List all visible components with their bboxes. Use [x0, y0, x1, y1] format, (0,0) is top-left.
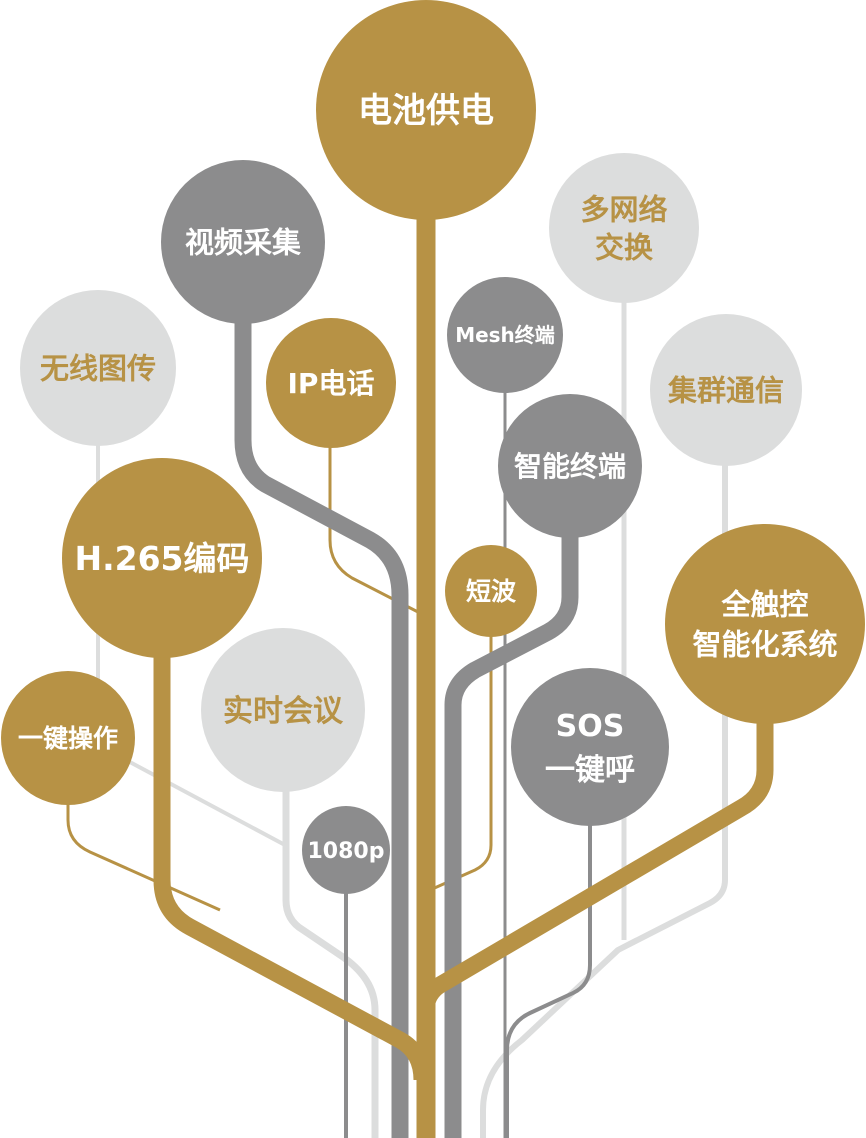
multi-network-label-line: 多网络 [580, 192, 667, 226]
node-wireless-transmission: 无线图传 [20, 290, 176, 446]
mesh-terminal-circle [447, 277, 563, 393]
node-video-capture: 视频采集 [161, 160, 325, 324]
resolution-1080p-label-line: 1080p [308, 839, 385, 864]
realtime-meeting-label-line: 实时会议 [223, 694, 344, 729]
tree-nodes: 电池供电 视频采集 多网络交换 无线图传 IP电话 Mesh终端 集群通信 智能… [1, 0, 865, 894]
sos-call-label: SOS 一键呼 [545, 709, 635, 788]
touch-system-label: 全触控智能化系统 [692, 587, 837, 661]
branch-cluster-communication [480, 460, 728, 1138]
multi-network-label: 多网络交换 [580, 192, 667, 264]
ip-phone-circle [266, 318, 396, 448]
node-ip-phone: IP电话 [266, 318, 396, 448]
node-one-key-operation: 一键操作 [1, 671, 135, 805]
branch-video-capture [234, 320, 409, 1138]
one-key-operation-label: 一键操作 [18, 724, 118, 753]
wireless-transmission-circle [20, 290, 176, 446]
node-touch-system: 全触控智能化系统 [665, 524, 865, 724]
battery-label-line: 电池供电 [358, 91, 494, 131]
sos-call-circle [511, 668, 669, 826]
node-realtime-meeting: 实时会议 [201, 628, 365, 792]
branch-realtime-meeting [282, 780, 379, 1138]
node-shortwave: 短波 [445, 545, 537, 637]
cluster-communication-label-line: 集群通信 [667, 373, 784, 407]
video-capture-label: 视频采集 [185, 225, 302, 259]
shortwave-circle [445, 545, 537, 637]
video-capture-circle [161, 160, 325, 324]
node-battery: 电池供电 [316, 0, 536, 220]
branch-shortwave [429, 628, 493, 892]
cluster-communication-circle [650, 314, 802, 466]
touch-system-label-line: 智能化系统 [692, 627, 837, 661]
battery-circle [316, 0, 536, 220]
smart-terminal-circle [498, 394, 642, 538]
smart-terminal-label: 智能终端 [514, 450, 626, 483]
wireless-transmission-label: 无线图传 [40, 351, 156, 385]
touch-system-label-line: 全触控 [720, 587, 808, 621]
node-smart-terminal: 智能终端 [498, 394, 642, 538]
multi-network-circle [549, 153, 699, 303]
node-cluster-communication: 集群通信 [650, 314, 802, 466]
h265-encoding-label-line: H.265编码 [74, 539, 249, 578]
h265-encoding-circle [62, 458, 262, 658]
branch-sos-call [505, 820, 592, 1138]
branch-smart-terminal [444, 535, 579, 1138]
smart-terminal-label-line: 智能终端 [514, 450, 626, 483]
wireless-transmission-label-line: 无线图传 [40, 351, 156, 385]
sos-call-label-line: SOS [556, 709, 625, 744]
tree-branches [66, 210, 774, 1138]
resolution-1080p-label: 1080p [308, 839, 385, 864]
mesh-terminal-label-line: Mesh终端 [455, 323, 555, 347]
mesh-terminal-label: Mesh终端 [455, 323, 555, 347]
multi-network-label-line: 交换 [595, 230, 654, 264]
ip-phone-label: IP电话 [288, 367, 375, 400]
one-key-operation-label-line: 一键操作 [18, 724, 118, 753]
node-h265-encoding: H.265编码 [62, 458, 262, 658]
sos-call-label-line: 一键呼 [545, 753, 635, 788]
realtime-meeting-circle [201, 628, 365, 792]
battery-label: 电池供电 [358, 91, 494, 131]
cluster-communication-label: 集群通信 [667, 373, 784, 407]
branch-ip-phone [328, 445, 419, 614]
ip-phone-label-line: IP电话 [288, 367, 375, 400]
branch-one-key-operation [66, 800, 221, 912]
touch-system-circle [665, 524, 865, 724]
node-sos-call: SOS 一键呼 [511, 668, 669, 826]
node-mesh-terminal: Mesh终端 [447, 277, 563, 393]
shortwave-label: 短波 [466, 577, 517, 606]
video-capture-label-line: 视频采集 [185, 225, 302, 259]
node-multi-network: 多网络交换 [549, 153, 699, 303]
node-resolution-1080p: 1080p [302, 806, 390, 894]
resolution-1080p-circle [302, 806, 390, 894]
one-key-operation-circle [1, 671, 135, 805]
h265-encoding-label: H.265编码 [74, 539, 249, 578]
shortwave-label-line: 短波 [466, 577, 517, 606]
realtime-meeting-label: 实时会议 [223, 694, 344, 729]
